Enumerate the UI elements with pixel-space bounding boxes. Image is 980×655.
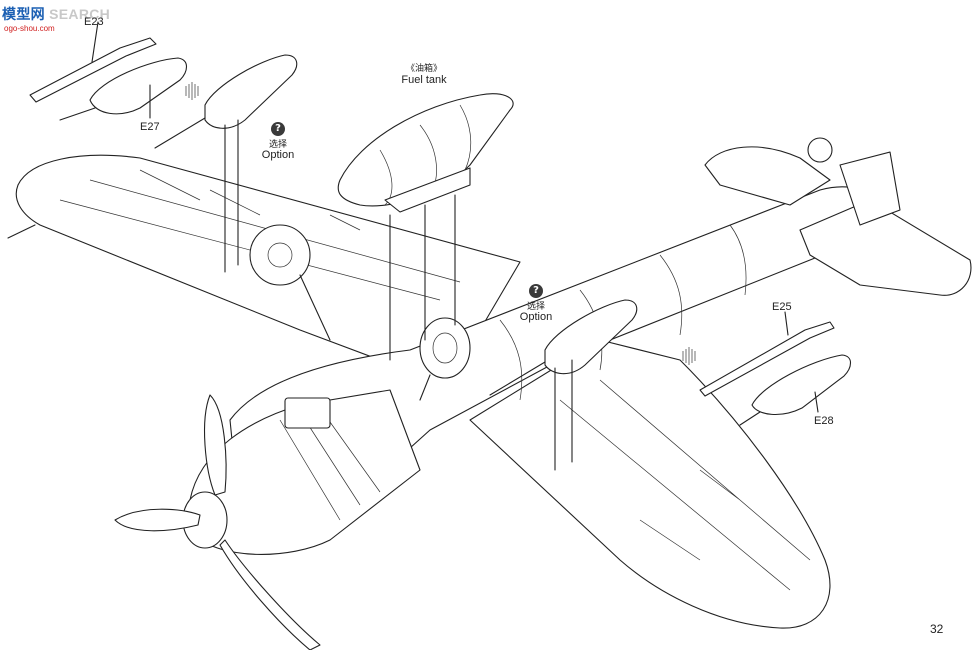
- right-gun-pod: [544, 299, 638, 375]
- callout-e25: E25: [772, 301, 792, 313]
- watermark-cn: 模: [2, 6, 17, 22]
- tail-wheel: [807, 137, 833, 163]
- e23-barrel-part: [29, 37, 157, 103]
- arrow-e28: [739, 411, 761, 426]
- option-question-icon: ?: [271, 122, 285, 136]
- fuel-tank-label-en: Fuel tank: [401, 74, 447, 86]
- tail-right: [799, 199, 972, 296]
- watermark-cn-highlight: 型: [16, 6, 31, 22]
- right-gear-leg: [419, 374, 431, 401]
- propeller-blade-left: [114, 508, 201, 532]
- option-label-en: Option: [519, 311, 553, 323]
- right-gun-barrel: [489, 361, 546, 396]
- left-gun-barrel: [154, 117, 206, 149]
- propeller-blade-top: [204, 394, 227, 496]
- callout-e28: E28: [814, 415, 834, 427]
- wing-pitot: [7, 224, 36, 239]
- callout-e27: E27: [140, 121, 160, 133]
- e25-barrel-part: [699, 321, 835, 397]
- tail-left: [704, 146, 831, 206]
- option-label-cn: 选择: [268, 139, 288, 149]
- fin: [839, 151, 901, 226]
- propeller-blade-bottom: [219, 539, 321, 651]
- option-label-en: Option: [261, 149, 295, 161]
- shading-indicator-icon: [185, 82, 199, 100]
- watermark-url: ogo-shou.com: [4, 24, 55, 33]
- option-question-icon: ?: [529, 284, 543, 298]
- right-main-wheel: [419, 317, 471, 379]
- watermark-en: SEARCH: [49, 6, 111, 22]
- watermark-cn-tail: 网: [30, 6, 45, 22]
- left-gear-leg: [299, 274, 331, 341]
- arrow-e27: [59, 107, 96, 121]
- canopy: [284, 397, 331, 429]
- e27-fairing-part: [89, 57, 188, 115]
- e23-leader: [91, 21, 99, 63]
- callout-e23: E23: [84, 16, 104, 28]
- e25-leader: [784, 311, 789, 336]
- right-wing: [469, 339, 831, 629]
- fuel-tank: [337, 93, 514, 207]
- page-number: 32: [930, 622, 944, 636]
- watermark-brand: 模型网 SEARCH: [2, 4, 110, 24]
- left-gun-pod: [204, 54, 298, 129]
- left-main-wheel: [249, 224, 311, 286]
- e28-fairing-part: [751, 354, 852, 415]
- option-label-cn: 选择: [526, 301, 546, 311]
- fuel-tank-pylon: [384, 167, 471, 213]
- shading-indicator-icon: [682, 347, 696, 365]
- fuel-tank-label-cn: 《油箱》: [405, 63, 443, 73]
- e28-leader: [814, 391, 819, 413]
